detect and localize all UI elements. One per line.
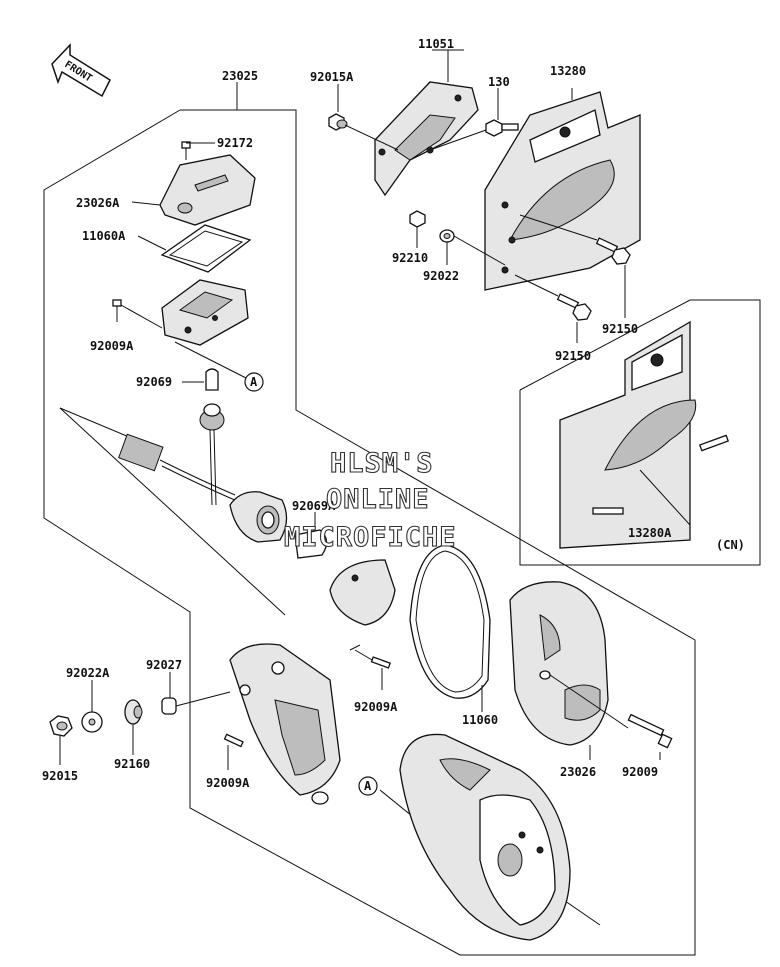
tail-lamp-lens-23026 (509, 581, 629, 760)
watermark-line-1: HLSM'S (330, 448, 434, 479)
reference-marker-a-top-label: A (250, 375, 258, 389)
part-label-92150-b: 92150 (555, 349, 591, 363)
tail-lamp-housing (399, 733, 571, 941)
part-label-130: 130 (488, 75, 510, 89)
part-label-11051: 11051 (418, 37, 454, 51)
part-label-92069: 92069 (136, 375, 172, 389)
part-label-23026: 23026 (560, 765, 596, 779)
bulb-92069 (182, 368, 219, 391)
screw-92009A-bottom-left (223, 733, 244, 770)
nut-92015A (328, 84, 399, 151)
reflector-plate (329, 559, 396, 626)
bracket-11051 (374, 49, 479, 197)
part-label-92160: 92160 (114, 757, 150, 771)
part-label-13280: 13280 (550, 64, 586, 78)
part-label-92015: 92015 (42, 769, 78, 783)
part-label-92009A-bottom-left: 92009A (206, 776, 250, 790)
part-label-92150-a: 92150 (602, 322, 638, 336)
bulb-92069A (294, 512, 328, 559)
washer-92022A (81, 680, 103, 733)
watermark-line-3: MICROFICHE (284, 522, 457, 553)
washer-92022 (439, 229, 506, 266)
cn-plate-frame (519, 299, 761, 566)
part-label-11060: 11060 (462, 713, 498, 727)
reference-marker-a-bottom-label: A (364, 779, 372, 793)
part-number-labels: 23025 92172 23026A 11060A 92009A 92069 9… (42, 37, 745, 790)
front-arrow-icon: FRONT (51, 43, 111, 98)
part-label-92172: 92172 (217, 136, 253, 150)
part-label-11060A: 11060A (82, 229, 126, 243)
screw-92009A-top (112, 299, 163, 329)
reference-marker-a-top (244, 372, 264, 392)
license-lamp-lens-23026A (131, 154, 256, 226)
screw-92009A-mid (354, 649, 391, 690)
bolt-130 (429, 88, 519, 151)
part-label-92009: 92009 (622, 765, 658, 779)
part-label-23026A: 23026A (76, 196, 120, 210)
part-label-92022: 92022 (423, 269, 459, 283)
part-label-92022A: 92022A (66, 666, 110, 680)
screw-92172 (181, 141, 215, 160)
region-tag-cn: (CN) (716, 538, 745, 552)
reference-marker-a-bottom (358, 776, 378, 796)
gasket-11060A (137, 224, 252, 273)
part-label-92027: 92027 (146, 658, 182, 672)
part-label-92210: 92210 (392, 251, 428, 265)
part-label-92009A-top: 92009A (90, 339, 134, 353)
gasket-11060 (409, 544, 491, 712)
grommet-92160 (124, 699, 143, 755)
spacer-92027 (161, 672, 231, 715)
part-label-92069A: 92069A (292, 499, 336, 513)
watermark-line-2: ONLINE (326, 484, 430, 515)
license-lamp-housing (161, 279, 249, 346)
nut-92015 (49, 715, 73, 765)
tail-lamp-socket (229, 491, 288, 543)
part-label-92015A: 92015A (310, 70, 354, 84)
part-label-23025: 23025 (222, 69, 258, 83)
plate-holder-13280A (559, 320, 730, 549)
bolt-92150-a (519, 214, 631, 318)
watermark: HLSM'S ONLINE MICROFICHE (283, 447, 457, 553)
wire-harness-socket (118, 403, 238, 506)
assembly-frame-23025 (43, 82, 696, 956)
tail-lamp-mounting-bracket (229, 643, 341, 805)
part-label-92009A-mid: 92009A (354, 700, 398, 714)
bolt-92150-b (514, 274, 592, 343)
part-label-13280A: 13280A (628, 526, 672, 540)
screw-92009 (627, 713, 673, 760)
nut-92210 (409, 210, 426, 248)
